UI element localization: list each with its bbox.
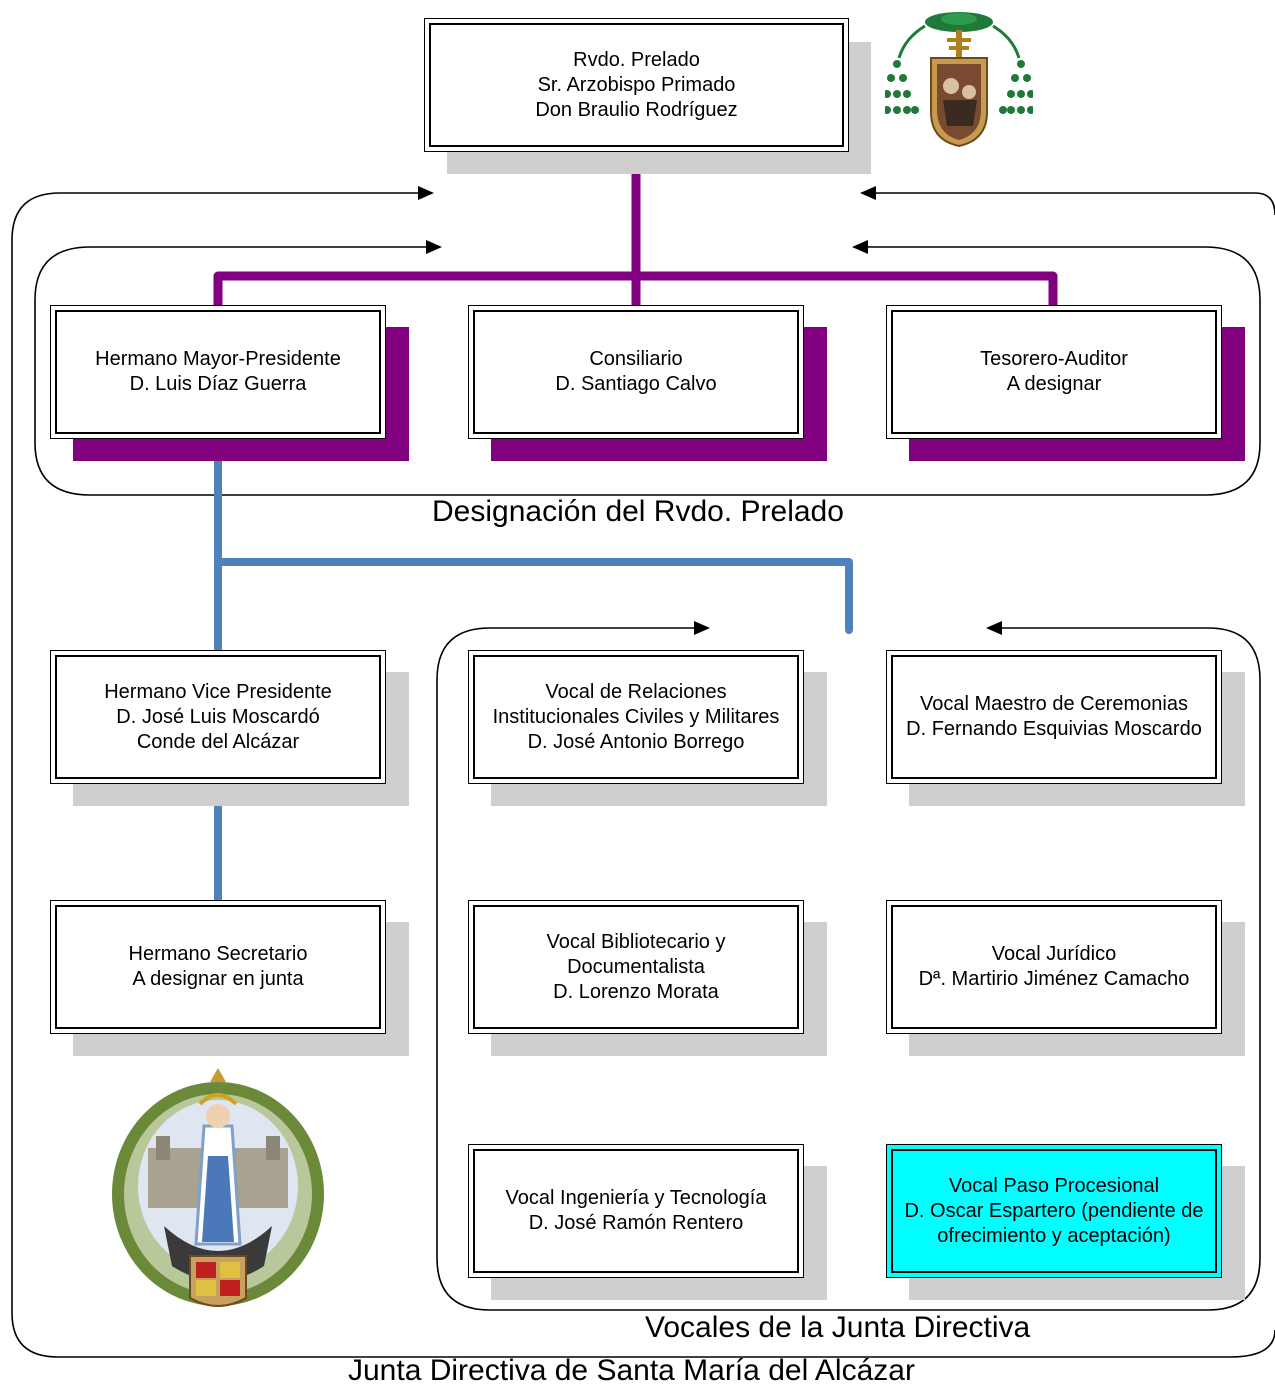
purple-connector (213, 150, 1058, 308)
vocal-engineering-name: D. José Ramón Rentero (528, 1212, 744, 1234)
vocal-relations-role-line1: Vocal de Relaciones (545, 680, 727, 703)
designation-group-outline (34, 246, 1261, 496)
vocal-library-box: Vocal Bibliotecario y Documentalista D. … (468, 900, 804, 1034)
counsel-name: D. Santiago Calvo (555, 373, 717, 395)
vocal-ceremonies-role: Vocal Maestro de Ceremonias (920, 693, 1188, 715)
vocal-engineering-box: Vocal Ingeniería y Tecnología D. José Ra… (468, 1144, 804, 1278)
counsel-box: Consiliario D. Santiago Calvo (468, 305, 804, 439)
vocal-library-name: D. Lorenzo Morata (553, 980, 719, 1003)
vocal-ceremonies-box: Vocal Maestro de Ceremonias D. Fernando … (886, 650, 1222, 784)
vocal-engineering-role: Vocal Ingeniería y Tecnología (505, 1187, 767, 1209)
vice-president-box: Hermano Vice Presidente D. José Luis Mos… (50, 650, 386, 784)
president-box: Hermano Mayor-Presidente D. Luis Díaz Gu… (50, 305, 386, 439)
vocal-relations-role-line2: Institucionales Civiles y Militares (492, 705, 780, 728)
treasurer-role: Tesorero-Auditor (980, 348, 1128, 370)
vocales-caption: Vocales de la Junta Directiva (645, 1311, 1031, 1344)
secretary-box: Hermano Secretario A designar en junta (50, 900, 386, 1034)
arrow-designation-right (852, 240, 868, 254)
president-role: Hermano Mayor-Presidente (95, 348, 341, 370)
vocal-relations-name: D. José Antonio Borrego (527, 730, 745, 753)
arrow-vocales-left (694, 621, 710, 635)
vocal-procession-box: Vocal Paso Procesional D. Oscar Esparter… (886, 1144, 1222, 1278)
vocal-procession-status: ofrecimiento y aceptación) (937, 1224, 1171, 1247)
vice-president-title: Conde del Alcázar (136, 730, 300, 753)
vice-president-name: D. José Luis Moscardó (116, 705, 320, 728)
prelate-box: Rvdo. Prelado Sr. Arzobispo Primado Don … (424, 18, 849, 152)
vocal-procession-name: D. Oscar Espartero (pendiente de (904, 1199, 1204, 1222)
vocal-legal-box: Vocal Jurídico Dª. Martirio Jiménez Cama… (886, 900, 1222, 1034)
vocal-legal-role: Vocal Jurídico (991, 943, 1117, 965)
president-name: D. Luis Díaz Guerra (129, 373, 307, 395)
prelate-title: Rvdo. Prelado (573, 48, 700, 71)
archbishop-coat-of-arms-icon (885, 12, 1033, 148)
vocal-relations-box: Vocal de Relaciones Institucionales Civi… (468, 650, 804, 784)
prelate-role: Sr. Arzobispo Primado (537, 73, 736, 96)
designation-caption: Designación del Rvdo. Prelado (432, 495, 844, 528)
brotherhood-emblem-icon (112, 1068, 324, 1307)
junta-caption: Junta Directiva de Santa María del Alcáz… (348, 1354, 915, 1387)
vocal-procession-role: Vocal Paso Procesional (948, 1174, 1160, 1197)
arrow-vocales-right (986, 621, 1002, 635)
counsel-role: Consiliario (589, 348, 683, 370)
treasurer-name: A designar (1006, 373, 1102, 395)
vocal-legal-name: Dª. Martirio Jiménez Camacho (918, 968, 1190, 990)
arrow-junta-left (418, 186, 434, 200)
arrow-designation-left (426, 240, 442, 254)
vocales-group-outline (436, 627, 1261, 1311)
secretary-name: A designar en junta (132, 968, 304, 990)
vocal-library-role-line2: Documentalista (567, 955, 705, 978)
treasurer-box: Tesorero-Auditor A designar (886, 305, 1222, 439)
arrow-junta-right (860, 186, 876, 200)
prelate-name: Don Braulio Rodríguez (535, 98, 738, 121)
vocal-ceremonies-name: D. Fernando Esquivias Moscardo (906, 718, 1202, 740)
secretary-role: Hermano Secretario (128, 943, 308, 965)
vice-president-role: Hermano Vice Presidente (104, 680, 332, 703)
vocal-library-role-line1: Vocal Bibliotecario y (546, 930, 726, 953)
